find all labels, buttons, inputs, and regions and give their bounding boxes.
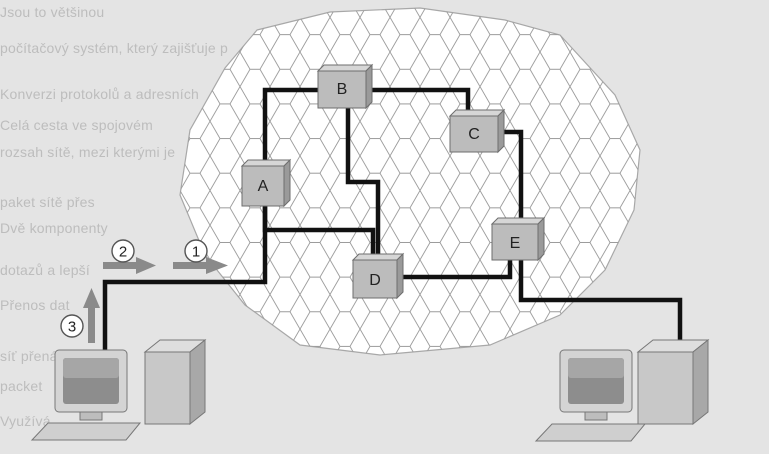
cable-e-to-right-computer (518, 245, 683, 362)
cable-a-to-d (262, 194, 376, 258)
cable-a-to-b (262, 87, 340, 194)
bg-text-line-1: Jsou to většinou (0, 4, 105, 20)
router-label-a: A (258, 178, 269, 195)
step-arrow-3: 3 (60, 288, 100, 343)
bg-text-line-11: packet (0, 378, 43, 394)
bg-text-line-2: počítačový systém, který zajišťuje p (0, 40, 228, 56)
cable-d-to-e (378, 245, 513, 280)
computer-icon (534, 338, 710, 442)
step-arrow-2: 2 (103, 239, 156, 274)
cable-b-to-d (345, 103, 381, 258)
bg-text-line-6: paket sítě přes (0, 194, 95, 210)
bg-text-line-9: Přenos dat (0, 297, 70, 313)
router-c: C (448, 108, 506, 154)
step-label-3: 3 (68, 319, 76, 336)
computer-icon (30, 338, 207, 441)
step-label-2: 2 (119, 244, 127, 261)
bg-text-line-12: Využívá (0, 413, 51, 429)
bg-text-line-4: Celá cesta ve spojovém (0, 117, 154, 133)
bg-text-line-7: Dvě komponenty (0, 220, 108, 236)
router-label-b: B (337, 81, 348, 98)
bg-text-line-5: rozsah sítě, mezi kterými je (0, 144, 176, 160)
bg-text-line-10: síť přenáší (0, 348, 69, 364)
router-label-d: D (369, 272, 381, 289)
step-label-1: 1 (192, 244, 200, 261)
network-cables (102, 87, 683, 362)
router-d: D (351, 252, 405, 300)
step-arrows: 2 1 3 (60, 239, 228, 343)
router-label-e: E (510, 235, 521, 252)
step-arrow-1: 1 (173, 239, 228, 274)
router-e: E (490, 216, 546, 262)
router-label-c: C (468, 126, 480, 143)
bg-text-line-3: Konverzi protokolů a adresních (0, 86, 199, 102)
router-a: A (240, 158, 292, 208)
router-b: B (316, 63, 374, 110)
bg-text-line-8: dotazů a lepší (0, 262, 90, 278)
cable-left-computer-to-a (102, 194, 268, 355)
